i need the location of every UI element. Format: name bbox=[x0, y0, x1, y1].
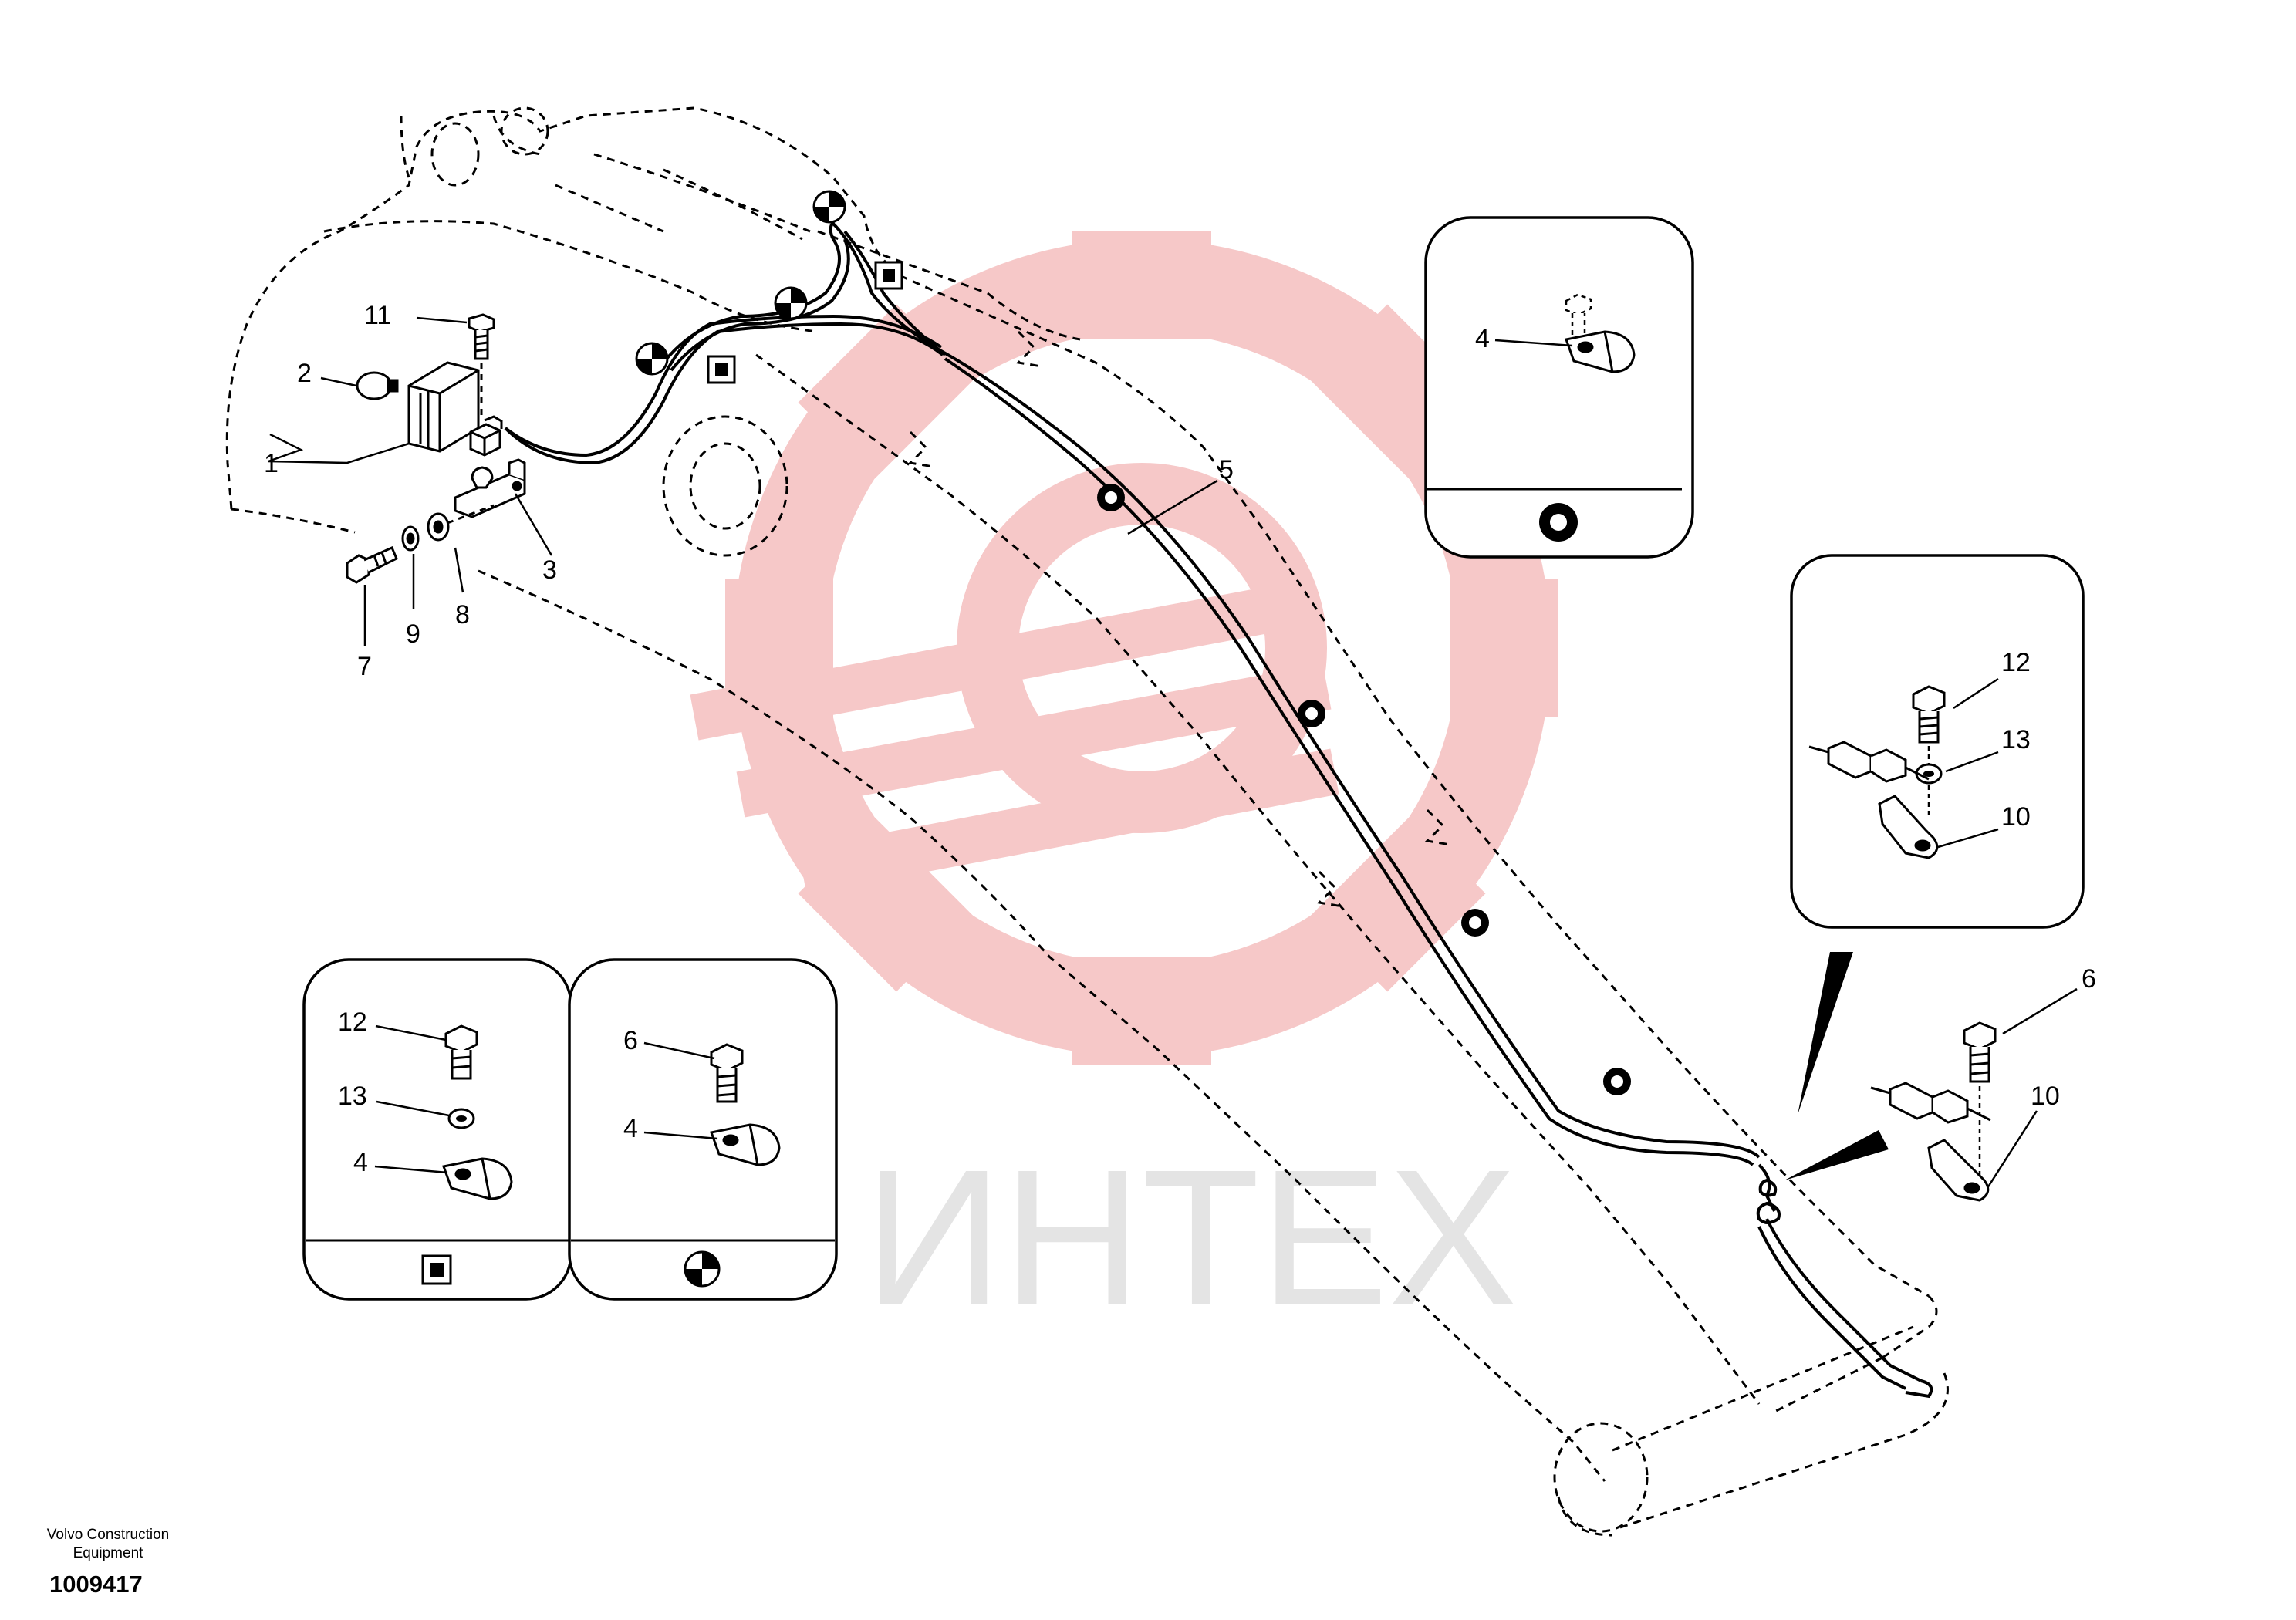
clamp-4-part bbox=[710, 1123, 781, 1166]
callout-3: 3 bbox=[542, 555, 557, 585]
detail-box-square-clip: 12 13 4 bbox=[302, 958, 572, 1301]
bolt-7-part bbox=[346, 546, 398, 584]
clip-quarter-circle-symbol bbox=[812, 190, 846, 224]
washer-13-part bbox=[447, 1108, 475, 1129]
work-light-bulb bbox=[356, 371, 399, 400]
washer-9-part bbox=[401, 525, 420, 552]
bolt-12-part bbox=[444, 1024, 478, 1080]
company-name: Volvo Construction Equipment bbox=[46, 1527, 170, 1561]
clip-ring-symbol bbox=[1461, 909, 1489, 937]
washer-13-part bbox=[1915, 763, 1943, 785]
callout-detail-circle-6: 6 bbox=[623, 1026, 638, 1055]
callout-2: 2 bbox=[297, 359, 312, 388]
clip-ring-symbol bbox=[1539, 503, 1578, 542]
detail-box-quarter-circle-clip: 6 4 bbox=[568, 958, 838, 1301]
bolt-12-part bbox=[1912, 685, 1946, 744]
connector-part bbox=[1870, 1082, 1991, 1124]
work-light-assembly bbox=[346, 313, 526, 584]
pointer-triangle bbox=[1798, 952, 1853, 1115]
leader-lines bbox=[268, 316, 1218, 646]
callout-detail-square-12: 12 bbox=[338, 1007, 367, 1037]
clamp-4-part bbox=[1565, 330, 1636, 373]
connector-part bbox=[1808, 741, 1930, 783]
clamp-10-part bbox=[1878, 795, 1939, 859]
callout-detail-right-12: 12 bbox=[2001, 648, 2031, 677]
clip-square-symbol bbox=[707, 355, 736, 384]
clip-ring-symbol bbox=[1298, 700, 1325, 727]
detail-pointers bbox=[1784, 952, 1889, 1180]
watermark-text: ИНТЕХ bbox=[864, 1129, 1517, 1345]
callout-detail-square-13: 13 bbox=[338, 1082, 367, 1111]
callout-1: 1 bbox=[264, 449, 279, 478]
detail-box-ring-clip: 4 bbox=[1424, 216, 1694, 559]
callout-bottom-10: 10 bbox=[2031, 1082, 2060, 1111]
bolt-11-part bbox=[468, 313, 495, 417]
light-mount-block bbox=[469, 423, 501, 457]
connector-clamp-exploded: 6 10 bbox=[1870, 964, 2096, 1202]
boom-outline bbox=[225, 106, 1949, 1537]
callout-9: 9 bbox=[406, 619, 420, 649]
callout-11: 11 bbox=[364, 301, 391, 330]
clip-quarter-circle-symbol bbox=[684, 1250, 721, 1288]
clip-square-symbol bbox=[421, 1254, 452, 1285]
boom-cylinder-boss bbox=[662, 415, 788, 557]
clamp-4-part bbox=[442, 1157, 513, 1200]
callout-8: 8 bbox=[455, 600, 470, 629]
bolt-6-part bbox=[1963, 1021, 1997, 1083]
washer-8-part bbox=[427, 512, 450, 542]
callout-detail-square-4: 4 bbox=[353, 1148, 368, 1177]
harness-clip-markers bbox=[635, 190, 1631, 1095]
clip-ring-symbol bbox=[1603, 1068, 1631, 1095]
clip-ring-symbol bbox=[1097, 484, 1125, 511]
light-bracket bbox=[454, 458, 526, 518]
bolt-6-part bbox=[710, 1043, 744, 1103]
clip-square-symbol bbox=[874, 261, 903, 290]
callout-7: 7 bbox=[357, 652, 372, 681]
callout-detail-circle-4: 4 bbox=[623, 1114, 638, 1143]
callout-5: 5 bbox=[1219, 455, 1234, 484]
callout-detail-right-10: 10 bbox=[2001, 802, 2031, 832]
clip-quarter-circle-symbol bbox=[635, 342, 669, 376]
document-number: 1009417 bbox=[49, 1571, 143, 1598]
callout-bottom-6: 6 bbox=[2082, 964, 2096, 994]
wire-harness bbox=[504, 214, 1933, 1399]
clip-quarter-circle-symbol bbox=[774, 286, 808, 320]
clamp-10-part bbox=[1927, 1139, 1990, 1202]
pointer-triangle bbox=[1784, 1130, 1889, 1180]
watermark-stripes bbox=[690, 579, 1339, 895]
callout-detail-right-13: 13 bbox=[2001, 725, 2031, 754]
detail-box-connector-clamp: 12 13 10 bbox=[1790, 554, 2085, 929]
work-light-housing bbox=[407, 361, 480, 453]
boom-pin-boss bbox=[1553, 1422, 1649, 1533]
callout-detail-top-4: 4 bbox=[1475, 324, 1490, 353]
connector-lug bbox=[484, 415, 503, 429]
